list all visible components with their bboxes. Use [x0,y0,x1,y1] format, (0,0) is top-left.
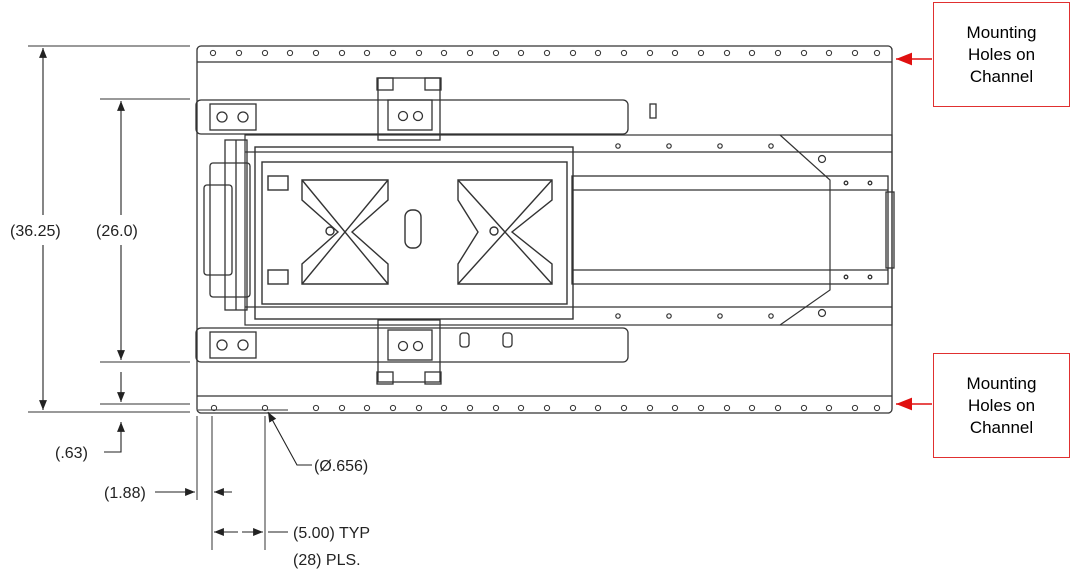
callout-line: Mounting [966,22,1037,42]
edge-offset-label: (.63) [55,445,88,462]
first-hole-label: (1.88) [104,485,146,502]
callout-line: Channel [969,417,1034,437]
hole-count-label: (28) PLS. [293,552,361,569]
callout-line: Holes on [967,395,1036,415]
top-mounting-holes [209,49,881,57]
top-callout-box: Mounting Holes on Channel [933,2,1070,107]
drive-motor [203,139,251,311]
channel-frame [196,45,893,414]
overall-height-label: (36.25) [10,223,61,240]
bottom-roller-assembly [195,319,629,385]
dimension-arrows [39,48,312,536]
bottom-mounting-holes [210,404,881,412]
bottom-callout-box: Mounting Holes on Channel [933,353,1070,458]
inner-height-label: (26.0) [96,223,138,240]
hole-diameter-label: (Ø.656) [314,458,368,475]
inner-track [244,134,893,326]
callout-line: Holes on [967,44,1036,64]
top-roller-assembly [195,77,657,141]
slide-bed [571,175,895,285]
callout-line: Mounting [966,373,1037,393]
callout-line: Channel [969,66,1034,86]
carriage-plate [254,146,574,320]
dimension-lines [28,45,288,550]
hole-spacing-label: (5.00) TYP [293,525,370,542]
